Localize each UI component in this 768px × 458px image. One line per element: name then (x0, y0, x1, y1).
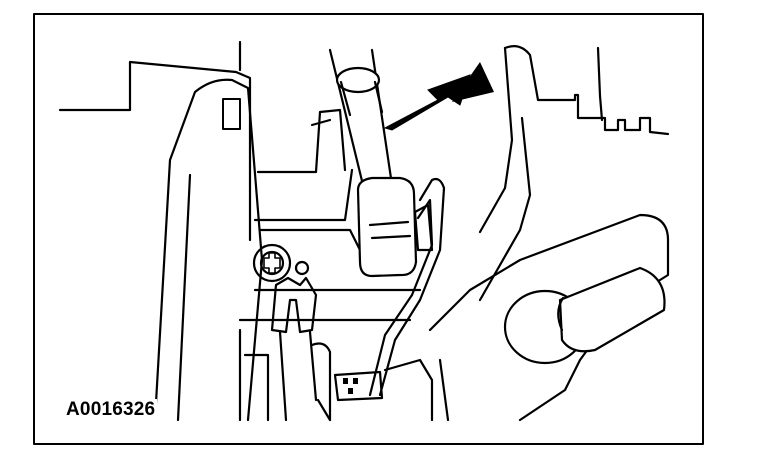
screw-cross-slot (263, 252, 281, 274)
mounting-plate-outline (58, 60, 252, 242)
housing-lower-frame (253, 168, 362, 252)
shaft-body (558, 266, 666, 353)
callout-arrow (383, 74, 471, 131)
figure-id-label: A0016326 (64, 399, 158, 421)
tab-hole-left (343, 378, 348, 384)
retaining-clip (270, 276, 318, 334)
rod-collar (335, 66, 381, 94)
right-housing-step (596, 46, 604, 122)
small-locator-hole (294, 260, 310, 276)
left-bracket-inner (176, 173, 192, 422)
clip-stem (278, 330, 318, 422)
phillips-screw (252, 243, 292, 283)
cable-end-fitting (356, 176, 418, 278)
lever-pivot (413, 203, 434, 252)
rod-collar-body (339, 80, 384, 117)
lower-housing-detail (383, 358, 450, 422)
tab-hole-right (353, 378, 358, 384)
lower-linkage (310, 342, 332, 422)
bracket-slot (222, 98, 241, 130)
housing-floor (238, 288, 422, 322)
left-bracket (153, 78, 264, 422)
right-housing-edge (478, 46, 514, 234)
housing-base (238, 328, 270, 422)
cable-end-detail (368, 220, 412, 240)
bracket-tab (333, 370, 384, 402)
screw-head (259, 250, 285, 276)
housing-left-wall (256, 108, 347, 174)
tab-hole-lower (348, 388, 353, 394)
shaft-body-edge (557, 296, 565, 332)
figure-border (33, 13, 704, 445)
right-housing-inner (478, 116, 532, 302)
right-housing-outline (503, 45, 670, 136)
housing-top-ledge (310, 118, 332, 127)
shift-lever-arm (368, 177, 446, 397)
callout-arrow-head (452, 62, 494, 102)
